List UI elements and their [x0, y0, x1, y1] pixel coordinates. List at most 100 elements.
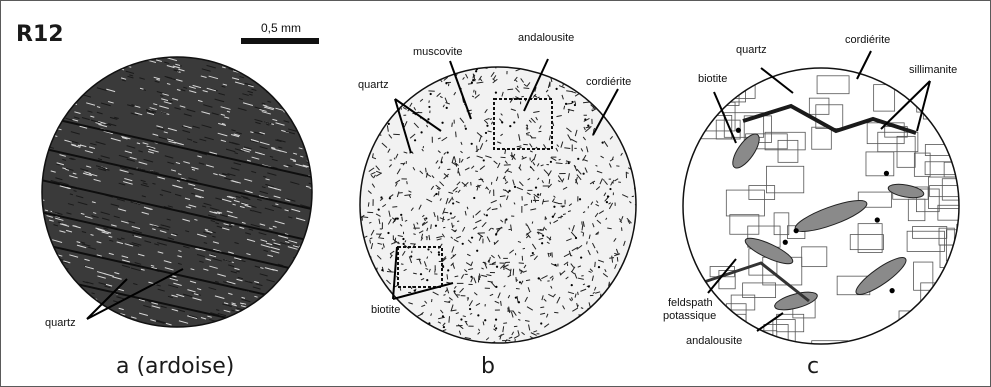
panel-b-grain [540, 340, 542, 344]
panel-b-spot [627, 257, 629, 259]
panel-b-spot [483, 159, 485, 161]
panel-a-grain [52, 78, 60, 80]
panel-b-spot [427, 248, 429, 250]
panel-a-grain [80, 330, 85, 331]
panel-a-grain [290, 315, 295, 316]
panel-b-grain [389, 99, 391, 100]
panel-b-grain [598, 334, 600, 338]
panel-b-grain [635, 115, 637, 120]
panel-b-grain [362, 149, 368, 152]
panel-b-spot [519, 281, 521, 283]
panel-b-grain [393, 340, 396, 344]
panel-a-grain [99, 319, 103, 320]
panel-b-spot [471, 237, 473, 239]
panel-b-spot [420, 273, 422, 275]
panel-b-grain [567, 71, 571, 72]
panel-b-spot [460, 318, 462, 320]
panel-b-grain [623, 323, 627, 325]
panel-a-grain [53, 120, 57, 121]
panel-a-grain [76, 77, 86, 80]
panel-b-grain [390, 97, 391, 102]
panel-a-disc [42, 57, 312, 327]
scale-bar-label: 0,5 mm [261, 21, 301, 35]
panel-a-grain [64, 83, 67, 84]
panel-a-grain [306, 276, 314, 278]
panel-a-grain [54, 264, 59, 265]
panel-b-grain [635, 155, 636, 159]
panel-a-grain [310, 288, 314, 289]
panel-b-grain [564, 148, 570, 149]
panel-c-grain-boundary [940, 287, 967, 307]
panel-b-spot [452, 202, 454, 204]
panel-a-grain [47, 118, 53, 120]
panel-b-spot [427, 118, 429, 120]
panel-b-spot [576, 71, 578, 73]
panel-b-spot [571, 101, 573, 103]
panel-a-grain [263, 77, 268, 78]
panel-b-grain [634, 153, 637, 158]
panel-b-grain [363, 247, 365, 251]
panel-a-grain [279, 101, 288, 103]
panel-b-grain [396, 322, 401, 325]
panel-a-grain [76, 308, 84, 310]
panel-b-grain [379, 300, 381, 301]
panel-b-spot [410, 255, 412, 257]
panel-b-grain [533, 67, 537, 71]
panel-a-grain [55, 271, 59, 272]
panel-a-grain [302, 248, 306, 249]
panel-b-spot [386, 293, 388, 295]
panel-a-grain [306, 317, 311, 319]
panel-b-grain [602, 346, 605, 350]
panel-a-grain [311, 148, 315, 149]
panel-b-grain [449, 316, 450, 323]
panel-a-grain [97, 65, 101, 66]
panel-a-grain [308, 81, 311, 82]
panel-b-grain [430, 341, 431, 343]
label-c-feldspath-1: feldspath [668, 297, 713, 309]
panel-b-grain [519, 263, 524, 264]
panel-b-spot [606, 201, 608, 203]
panel-b-spot [435, 225, 437, 227]
panel-a-grain [312, 277, 316, 278]
panel-b-grain [636, 161, 638, 163]
panel-b-spot [378, 209, 380, 211]
panel-a-grain [306, 66, 311, 67]
panel-b-spot [556, 88, 558, 90]
panel-b-grain [621, 95, 624, 96]
panel-b-grain [383, 67, 386, 69]
panel-b-grain [399, 78, 404, 80]
panel-b-grain [373, 93, 377, 95]
panel-a-grain [262, 85, 271, 88]
panel-b-grain [634, 245, 637, 248]
panel-b-spot [370, 66, 372, 68]
panel-b-grain [631, 319, 632, 323]
panel-a-grain [59, 63, 65, 65]
panel-b-grain [558, 70, 563, 71]
panel-a-grain [64, 83, 70, 85]
panel-b-grain [411, 70, 416, 74]
panel-b-spot [495, 233, 497, 235]
panel-b-grain [632, 77, 636, 81]
panel-a-grain [279, 95, 287, 97]
panel-b-grain [360, 164, 362, 168]
panel-b-grain [364, 344, 366, 351]
panel-a-grain [283, 95, 289, 97]
panel-a-grain [314, 210, 321, 212]
panel-b-grain [611, 289, 616, 293]
panel-b-grain [417, 329, 421, 333]
panel-b-grain [624, 320, 628, 322]
panel-a-grain [292, 306, 298, 308]
panel-b-grain [526, 223, 527, 225]
panel-b-spot [447, 151, 449, 153]
panel-a-grain [301, 297, 309, 299]
label-b-biotite: biotite [371, 304, 400, 316]
panel-b-spot [586, 333, 588, 335]
panel-b-grain [606, 303, 609, 304]
panel-a-grain [102, 320, 111, 323]
panel-b-spot [588, 285, 590, 287]
panel-b-spot [495, 319, 497, 321]
panel-a-grain [314, 113, 321, 115]
panel-b-grain [607, 110, 611, 116]
panel-a-grain [293, 276, 300, 278]
panel-a-grain [295, 278, 299, 279]
